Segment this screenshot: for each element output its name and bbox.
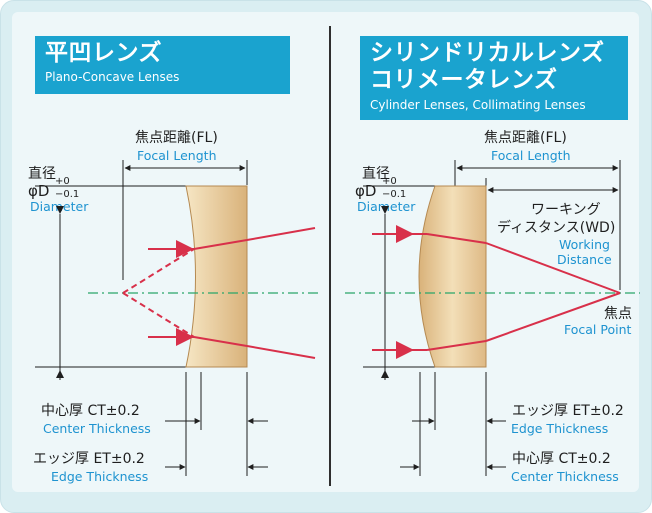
right-cylinder-lens [418,185,487,368]
right-diameter-tol-minus: −0.1 [382,189,406,200]
right-ray-arrow-top [396,225,414,243]
right-title-jp-line1: シリンドリカルレンズ [370,40,605,66]
right-center-thickness-en: Center Thickness [511,469,619,484]
left-title-box: 平凹レンズ Plano-Concave Lenses [35,36,290,94]
left-diameter-symbol: φD [28,182,49,200]
left-edge-thickness-en: Edge Thickness [51,469,148,484]
left-lens-diagram: 直径 φD +0 −0.1 Diameter 焦点距離(FL) Focal Le… [28,129,318,484]
left-diameter-tol-plus: +0 [55,176,70,187]
panel-divider [329,26,331,486]
right-working-en-line2: Distance [557,252,612,267]
right-focal-point-en: Focal Point [564,322,632,337]
left-ray-arrow-top [176,240,194,258]
right-working-jp-line1: ワーキング [531,202,601,218]
right-diameter-symbol: φD [355,182,376,200]
left-title-jp: 平凹レンズ [45,40,163,66]
left-ray-arrow-bottom [176,328,194,346]
right-focal-en: Focal Length [491,148,571,163]
right-diam-arrow-bottom [381,370,389,378]
left-plano-concave-lens [185,185,248,368]
left-center-thickness-en: Center Thickness [43,421,151,436]
left-diam-arrow-top [56,206,64,214]
right-diameter-jp: 直径 [362,165,390,182]
left-center-thickness-jp: 中心厚 CT±0.2 [41,403,140,419]
right-edge-thickness-jp: エッジ厚 ET±0.2 [512,403,624,419]
right-focal-point-jp: 焦点 [604,306,632,322]
right-rays [372,233,621,351]
right-edge-thickness-en: Edge Thickness [511,421,608,436]
left-title-en: Plano-Concave Lenses [45,70,180,84]
right-title-jp-line2: コリメータレンズ [370,67,558,93]
left-diameter-tol-minus: −0.1 [55,189,79,200]
left-focal-jp: 焦点距離(FL) [135,129,218,146]
right-diam-arrow-top [381,206,389,214]
right-focal-jp: 焦点距離(FL) [484,129,567,146]
right-title-en: Cylinder Lenses, Collimating Lenses [370,98,586,112]
right-diameter-tol-plus: +0 [382,176,397,187]
left-diam-arrow-bottom [56,370,64,378]
right-working-en-line1: Working [559,237,610,252]
left-focal-en: Focal Length [137,148,217,163]
right-center-thickness-jp: 中心厚 CT±0.2 [512,451,611,467]
right-ray-arrow-bottom [396,341,414,359]
left-diameter-jp: 直径 [28,165,56,182]
right-lens-diagram: 直径 φD +0 −0.1 Diameter 焦点距離(FL) Focal Le… [345,129,640,484]
left-edge-thickness-jp: エッジ厚 ET±0.2 [33,451,145,467]
right-working-jp-line2: ディスタンス(WD) [497,219,615,236]
right-title-box: シリンドリカルレンズ コリメータレンズ Cylinder Lenses, Col… [360,36,628,120]
